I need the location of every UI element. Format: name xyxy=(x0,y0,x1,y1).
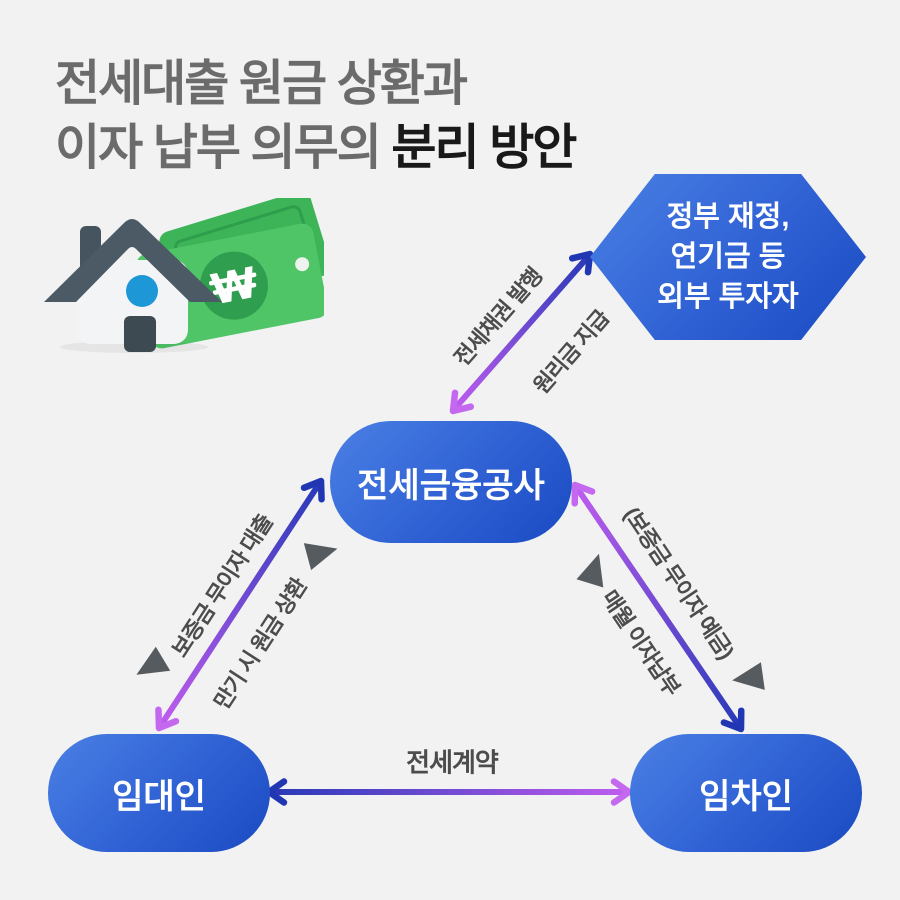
direction-triangle-repay xyxy=(303,543,338,571)
arrow-corp-landlord xyxy=(160,484,320,725)
node-landlord-label: 임대인 xyxy=(112,777,206,816)
window-icon xyxy=(126,275,158,307)
direction-triangle-loan xyxy=(136,646,171,675)
node-corporation-label: 전세금융공사 xyxy=(357,466,545,505)
house-icon xyxy=(44,219,222,353)
door-icon xyxy=(124,316,156,352)
investor-line3: 외부 투자자 xyxy=(657,281,799,313)
node-tenant: 임차인 xyxy=(630,734,862,852)
title-line1: 전세대출 원금 상환과 xyxy=(55,57,468,111)
arrowhead-blue-to-investor xyxy=(568,250,594,276)
node-corporation: 전세금융공사 xyxy=(330,421,572,543)
arrowhead-purple-to-corp-top xyxy=(449,389,475,415)
title-line2-gray: 이자 납부 의무의 xyxy=(55,121,382,175)
node-investor-label: 정부 재정, 연기금 등 외부 투자자 xyxy=(657,197,798,317)
node-landlord: 임대인 xyxy=(48,734,270,852)
arrowhead-blue-to-tenant xyxy=(720,707,745,733)
roof-icon xyxy=(44,219,222,302)
won-symbol-icon: W xyxy=(207,258,262,315)
direction-triangle-interest xyxy=(576,553,604,588)
page-title: 전세대출 원금 상환과 이자 납부 의무의 분리 방안 xyxy=(55,52,577,180)
title-line2-emphasis: 분리 방안 xyxy=(391,121,577,175)
investor-line1: 정부 재정, xyxy=(666,201,790,233)
direction-triangle-deposit xyxy=(732,662,765,690)
arrowhead-purple-to-landlord xyxy=(155,706,180,732)
edge-label-jeonse-contract: 전세계약 xyxy=(406,747,499,778)
won-badge xyxy=(199,251,268,320)
investor-line2: 연기금 등 xyxy=(670,241,786,273)
arrowhead-blue-to-corp-left xyxy=(300,477,325,503)
arrow-corp-investor xyxy=(454,256,589,409)
node-investor: 정부 재정, 연기금 등 외부 투자자 xyxy=(590,174,866,340)
house-banknotes-icon: W xyxy=(44,191,331,358)
arrow-corp-tenant xyxy=(576,488,740,726)
arrowhead-purple-to-tenant xyxy=(610,778,633,806)
node-tenant-label: 임차인 xyxy=(699,777,793,816)
title-line2: 이자 납부 의무의 분리 방안 xyxy=(55,116,577,180)
arrowhead-purple-to-corp-right xyxy=(571,481,596,507)
hero-icon-svg: W xyxy=(44,191,331,353)
